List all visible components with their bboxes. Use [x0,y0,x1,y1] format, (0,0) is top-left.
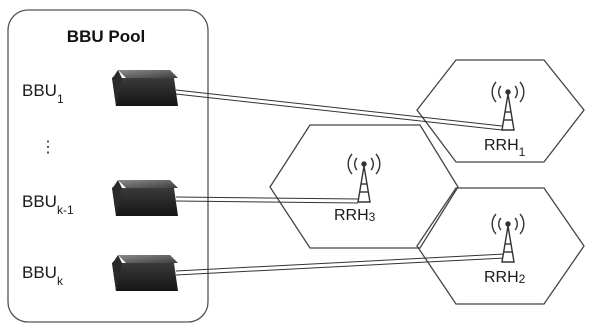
server-icon [112,70,178,106]
server-icon [112,180,178,216]
bbu-ellipsis: ⋮ [40,139,56,156]
bbu-pool-box [7,9,209,323]
server-icon [112,255,178,291]
fronthaul-links [175,89,506,276]
antenna-tower-icon [491,81,525,131]
rrh-label: RRH2 [484,269,526,286]
antenna-tower-icon [347,153,381,203]
cell-hex-rrh1 [416,59,585,163]
bbu-label: BBU1 [22,81,64,106]
bbu-pool-title: BBU Pool [67,27,145,46]
antenna-tower-icon [491,213,525,263]
cell-hexagons [269,59,585,305]
cell-hex-rrh3 [269,124,459,249]
bbu-label: BBUk [22,263,64,288]
cell-hex-rrh2 [416,187,585,305]
rrh-label: RRH1 [484,137,526,159]
rrh-label: RRH3 [334,207,376,224]
bbu-label: BBUk-1 [22,192,74,217]
